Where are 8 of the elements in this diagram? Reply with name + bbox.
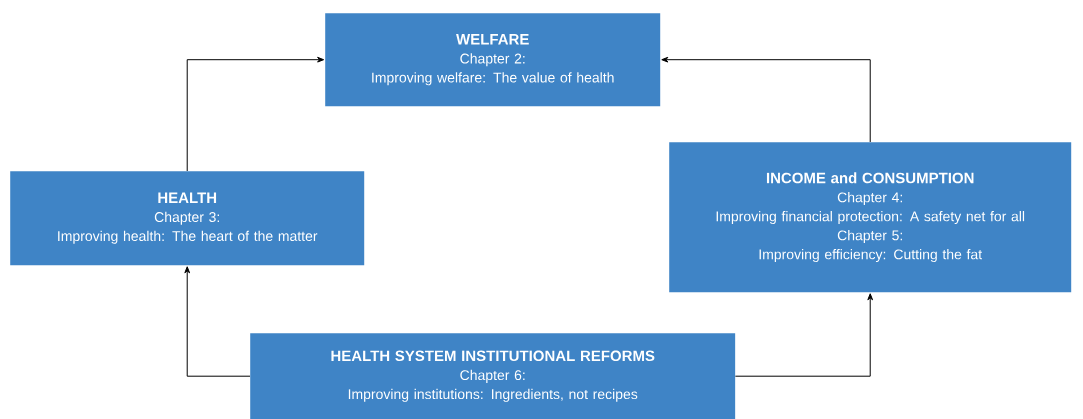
process-box: HEALTH Chapter 3: Improving health: The heart of the matter <box>10 171 365 266</box>
arrow <box>661 56 871 143</box>
process-box: INCOME and CONSUMPTION Chapter 4: Improving financial protection: A safety net for all Chapter 5: Improving efficiency: Cutting the fat <box>669 142 1072 293</box>
process-box: WELFARE Chapter 2: Improving welfare: The value of health <box>325 13 661 107</box>
arrow <box>186 56 325 172</box>
arrow <box>734 293 874 377</box>
process-box: HEALTH SYSTEM INSTITUTIONAL REFORMS Chapter 6: Improving institutions: Ingredients, not recipes <box>250 333 736 419</box>
arrow <box>184 266 251 377</box>
